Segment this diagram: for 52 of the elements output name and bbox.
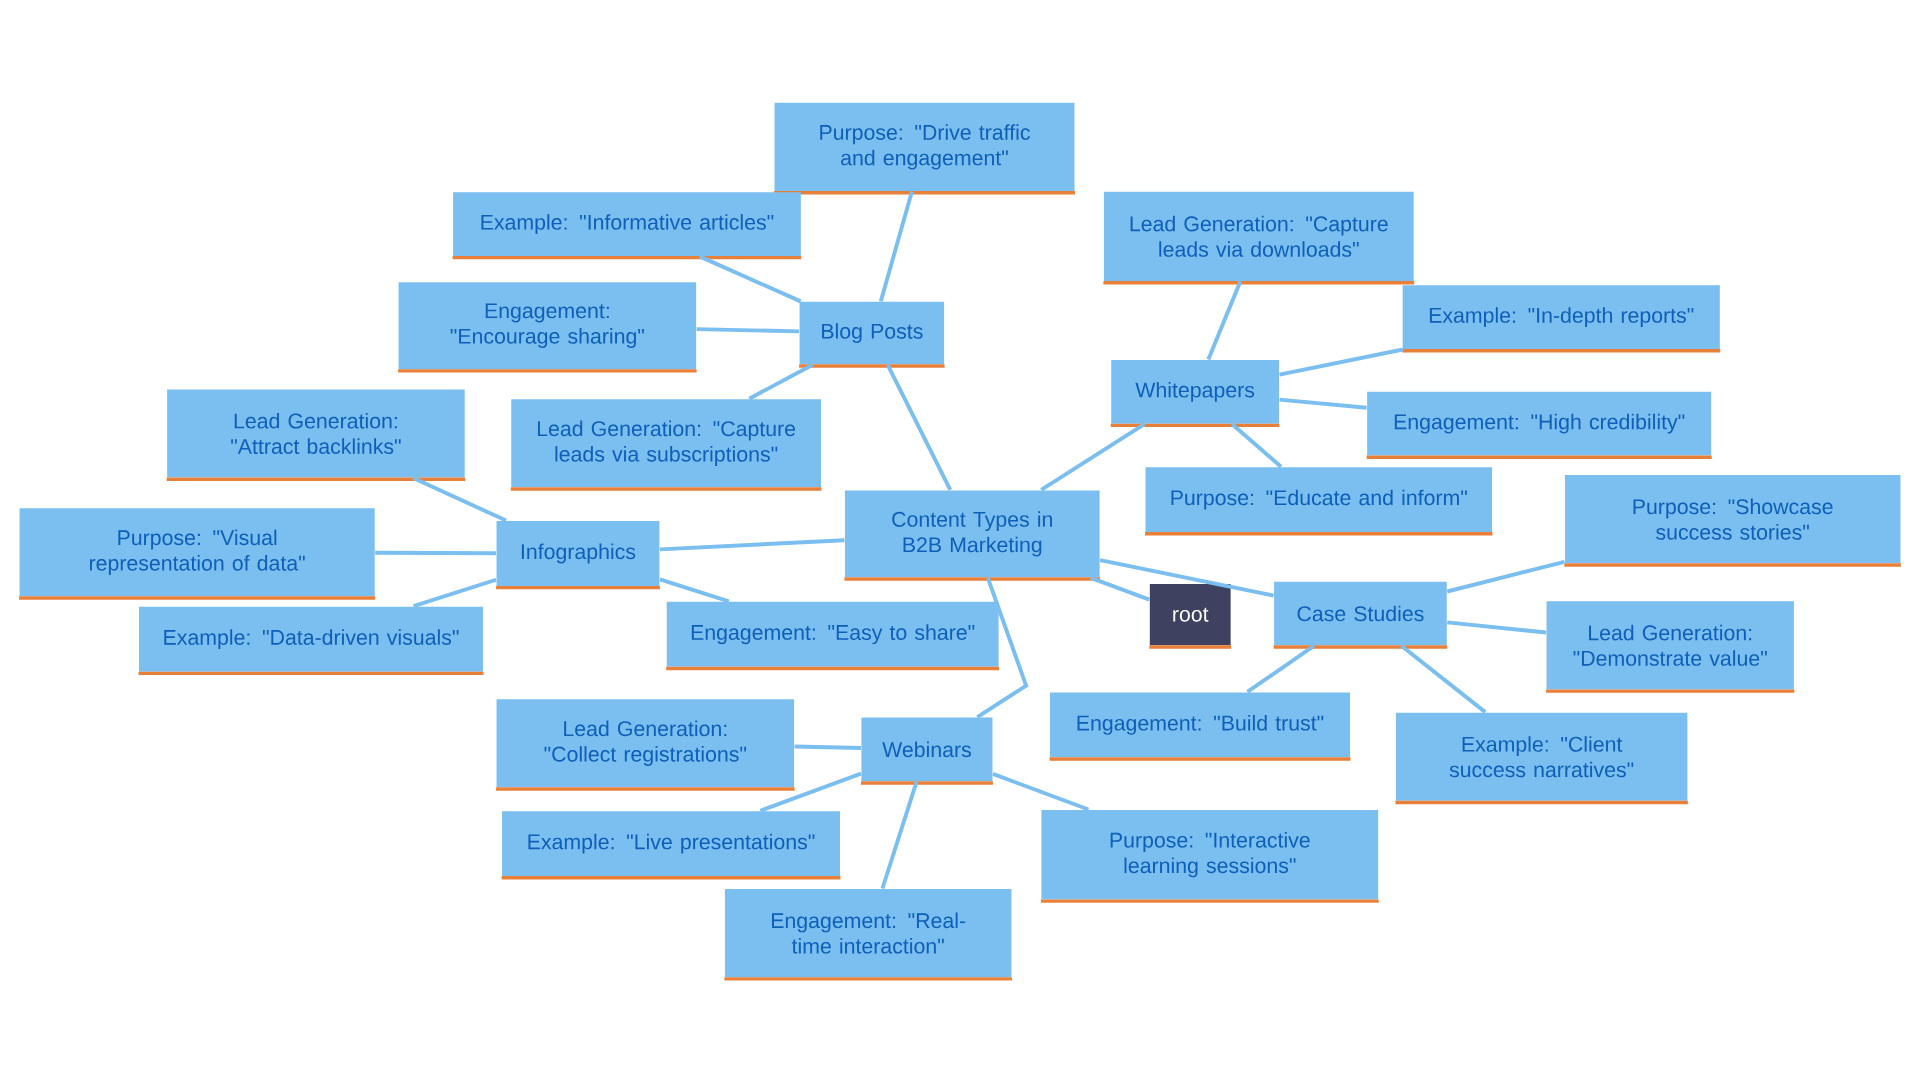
- topic-box: Purpose: "Drive traffic and engagement": [774, 102, 1075, 195]
- topic-box: Engagement: "High credibility": [1366, 391, 1712, 459]
- connector-line: [1206, 280, 1243, 361]
- connector-line: [992, 772, 1090, 812]
- connector-line: [1279, 347, 1404, 377]
- topic-box: Lead Generation: "Capture leads via subscriptions": [510, 399, 822, 491]
- topic-box: Lead Generation: "Demonstrate value": [1546, 601, 1795, 693]
- topic-box: Lead Generation: "Attract backlinks": [166, 389, 466, 481]
- connector-line: [1040, 422, 1146, 492]
- connector-line: [1279, 397, 1367, 410]
- connector-line: [1447, 620, 1547, 635]
- topic-box: Example: "Live presentations": [501, 811, 841, 880]
- topic-box: Case Studies: [1273, 581, 1448, 649]
- topic-box: Infographics: [496, 521, 660, 590]
- connector-line: [1090, 576, 1150, 602]
- connector-line: [748, 363, 814, 401]
- topic-box: Example: "Data-driven visuals": [138, 606, 484, 676]
- topic-box: Engagement: "Real-time interaction": [724, 889, 1012, 981]
- topic-box: Purpose: "Visual representation of data": [19, 508, 376, 600]
- topic-box: Example: "Client success narratives": [1395, 712, 1688, 805]
- connector-line: [878, 190, 914, 302]
- connector-line: [794, 744, 861, 750]
- connector-line: [375, 550, 497, 556]
- topic-box: Example: "Informative articles": [452, 192, 802, 260]
- topic-box: Engagement: "Easy to share": [666, 601, 1000, 671]
- connector-line: [1400, 644, 1487, 714]
- topic-box: Whitepapers: [1110, 360, 1280, 428]
- connector-line: [885, 363, 953, 491]
- topic-box: Lead Generation: "Collect registrations": [496, 699, 795, 791]
- topic-box: Engagement: "Build trust": [1049, 692, 1351, 761]
- topic-box: Lead Generation: "Capture leads via downloads": [1103, 191, 1415, 285]
- connector-line: [1246, 644, 1316, 694]
- connector-line: [1230, 422, 1283, 469]
- root-box: root: [1149, 584, 1232, 649]
- topic-box: Purpose: "Showcase success stories": [1564, 475, 1901, 567]
- connector-line: [659, 538, 845, 552]
- connector-line: [696, 327, 800, 334]
- connector-line: [413, 577, 497, 609]
- connector-line: [1446, 559, 1565, 594]
- connector-line: [976, 577, 1029, 719]
- connector-line: [698, 254, 802, 304]
- topic-box: Purpose: "Educate and inform": [1145, 467, 1493, 536]
- connector-line: [659, 577, 730, 604]
- connector-line: [880, 781, 919, 890]
- connector-line: [1099, 558, 1274, 598]
- topic-box: Example: "In-depth reports": [1402, 285, 1721, 353]
- topic-box: Purpose: "Interactive learning sessions": [1040, 810, 1379, 903]
- topic-box: Blog Posts: [799, 301, 945, 368]
- topic-box: Content Types in B2B Marketing: [844, 490, 1101, 581]
- connector-line: [412, 476, 507, 523]
- topic-box: Engagement: "Encourage sharing": [398, 282, 697, 373]
- topic-box: Webinars: [860, 717, 993, 785]
